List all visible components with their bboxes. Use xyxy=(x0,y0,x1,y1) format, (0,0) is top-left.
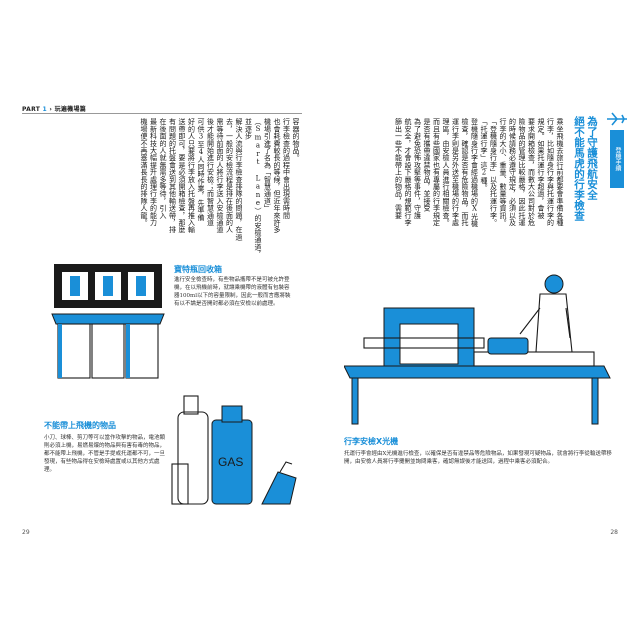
heading-line-2: 絕不能馬虎的行李檢查 xyxy=(573,116,585,221)
bottle-bins-caption-body: 進行安全檢查時，有些物品攜帶不是可被允許登機，在以飛機前時，就讓乘機帶的液體有包… xyxy=(174,277,291,307)
airplane-icon xyxy=(607,112,627,126)
left-column: 機場引進了名為「智慧通道」 xyxy=(263,118,272,212)
left-column: 需等待前面的人將行李送入安檢通道 xyxy=(216,118,224,234)
heading-line-1: 為了守護飛航安全 xyxy=(586,116,598,200)
right-column: 乘坐飛機去旅行前都要會準備各種 xyxy=(556,118,564,226)
left-column: 行李檢查的過程中會出現需時間 xyxy=(282,118,291,219)
left-column: （Smart Lane）的安檢通道，並逐步 xyxy=(244,118,263,258)
right-column: 為了避免恐怖攻擊等事件，守護 xyxy=(413,118,422,219)
left-column: 可供3至4人同時作業，先準備 xyxy=(197,118,205,221)
prohibited-items-illustration: GAS xyxy=(171,395,297,505)
xray-machine-illustration xyxy=(344,274,611,425)
right-column: 規定。如果托運行李超過，會被 xyxy=(537,118,545,219)
page-number-right: 28 xyxy=(610,529,618,536)
prohibited-caption-title: 不能帶上飛機的物品 xyxy=(44,421,116,430)
gas-can-label: GAS xyxy=(218,455,243,469)
left-column: 也會耗費較長的等候，但近年來許多 xyxy=(273,118,281,234)
prohibited-caption-body: 小刀、球棒、剪刀等可以當作攻擊的物品，電池類則必須上機，易燃易爆的物品與有害有毒… xyxy=(44,435,166,473)
xray-caption-title: 行李安檢X光機 xyxy=(344,437,399,446)
left-column: 機場便不再塞滿長長的排隊人龍。 xyxy=(140,118,148,226)
section-heading: 為了守護飛航安全 絕不能馬虎的行李檢查 xyxy=(572,116,598,256)
part-title: › 玩遍機場篇 xyxy=(49,106,87,113)
section-tab: 登機手續 xyxy=(610,130,624,188)
left-column: 有問題的托盤會送到其他輸送帶，排 xyxy=(168,118,177,234)
left-column: 容器的物品。 xyxy=(292,118,300,162)
right-body-text: 乘坐飛機去旅行前都要會準備各種行李，比如隨身行李與托運行李的規定。如果托運行李超… xyxy=(374,118,565,258)
left-column: 後才能開始進行安檢；而智慧通道 xyxy=(206,118,215,226)
right-column: 行李的大小、重量、數量等資訊。 xyxy=(499,118,507,226)
right-column: 要求開箱檢查，而數大公司對於危 xyxy=(527,118,536,226)
right-column: 檢查，確認是否有危險物品，而托 xyxy=(461,118,469,226)
right-column: 是否有攜帶違禁物品，並接受 xyxy=(423,118,431,212)
right-column: 而且有些國家也有專屬的行李規定 xyxy=(432,118,441,226)
header-rule xyxy=(22,113,302,114)
left-column: 去，一般的安檢流程是排在後面的人 xyxy=(225,118,234,234)
part-label: PART 1 › 玩遍機場篇 xyxy=(22,104,86,113)
page-number-left: 29 xyxy=(22,529,30,536)
right-column: 險物品的管理比較嚴格，因此托運 xyxy=(518,118,526,226)
right-column: 行李，比如隨身行李與托運行李的 xyxy=(546,118,555,226)
right-column: 航安全，才會設下嚴格的規範行李 xyxy=(404,118,412,226)
recycling-bins-illustration xyxy=(51,264,165,379)
right-column: 篩出一些不能帶上的物品，需要 xyxy=(394,118,403,219)
right-column: 「登機隨身行李」以及托運行李。 xyxy=(489,118,498,226)
right-column: 運行李則是另外送至機場的行李處 xyxy=(451,118,460,226)
right-column: 理區，由安檢人員進行相關檢查。 xyxy=(442,118,450,226)
bottle-bins-caption-title: 寶特瓶回收箱 xyxy=(174,265,222,274)
right-column: 「托運行李」這2種。 xyxy=(480,118,488,191)
part-prefix: PART xyxy=(22,106,41,113)
left-column: 解決人流與行李檢查排隊的問題，在過 xyxy=(235,118,243,241)
left-column: 送帶即可，要是必須開箱檢查，那麼 xyxy=(178,118,186,234)
left-column: 最新科技大幅提升處理行李的能力 xyxy=(149,118,158,226)
left-column: 好的人只要將行李放入托盤再推入輸 xyxy=(187,118,196,234)
right-column: 登機隨身行李會經過機場的X光機 xyxy=(470,118,479,227)
part-number: 1 xyxy=(42,106,48,113)
left-body-text: 容器的物品。行李檢查的過程中會出現需時間也會耗費較長的等候，但近年來許多機場引進… xyxy=(60,118,300,258)
xray-caption-body: 托運行李會經由X光機進行檢查，以確保是否有違禁品等危險物品，如果發現可疑物品，就… xyxy=(344,451,612,465)
right-column: 的時候請務必遵守規定，必須以及 xyxy=(508,118,517,226)
left-column: 在後面的人就無需多等待，引入 xyxy=(159,118,167,219)
